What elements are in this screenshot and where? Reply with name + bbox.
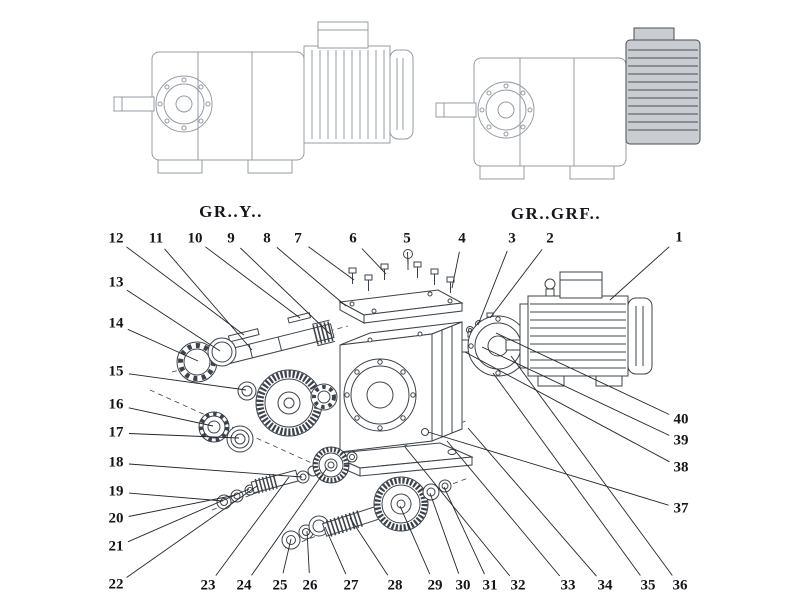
variant-label-gr-y: GR..Y.. [199, 202, 263, 221]
large-helical-gear [255, 369, 338, 437]
part-number-36: 36 [670, 577, 690, 594]
leader-line-13 [126, 289, 221, 352]
part-number-35: 35 [638, 577, 658, 594]
leader-line-8 [276, 247, 347, 307]
leader-line-16 [128, 407, 214, 427]
part-number-23: 23 [198, 577, 218, 594]
leader-line-21 [127, 488, 250, 543]
part-number-18: 18 [106, 454, 126, 471]
leader-line-39 [481, 346, 670, 436]
leader-line-24 [251, 467, 328, 576]
part-number-10: 10 [185, 230, 205, 247]
part-number-5: 5 [401, 230, 413, 247]
part-number-15: 15 [106, 363, 126, 380]
cover-bolts [348, 249, 455, 293]
part-number-27: 27 [341, 577, 361, 594]
part-number-17: 17 [106, 424, 126, 441]
part-number-7: 7 [292, 230, 304, 247]
leader-line-18 [128, 463, 303, 478]
part-number-8: 8 [261, 230, 273, 247]
leader-line-29 [399, 505, 431, 575]
leader-line-33 [446, 440, 561, 577]
leader-line-22 [126, 485, 258, 578]
part-number-19: 19 [106, 483, 126, 500]
leader-line-15 [128, 373, 247, 391]
leader-line-30 [429, 492, 460, 574]
leader-line-3 [477, 250, 508, 326]
leader-line-2 [489, 249, 543, 319]
leader-line-5 [407, 251, 409, 265]
leader-line-10 [205, 246, 301, 319]
leader-lines-layer [126, 246, 673, 578]
leader-line-6 [361, 248, 387, 275]
part-number-16: 16 [106, 396, 126, 413]
part-number-12: 12 [106, 230, 126, 247]
part-number-37: 37 [671, 500, 691, 517]
part-number-29: 29 [425, 577, 445, 594]
leader-line-34 [467, 427, 597, 577]
part-number-1: 1 [673, 229, 685, 246]
exploded-view-drawing [149, 249, 653, 550]
part-number-9: 9 [225, 230, 237, 247]
housing-cover-plate [338, 289, 464, 324]
part-number-33: 33 [558, 577, 578, 594]
electric-motor [505, 271, 653, 387]
leader-line-38 [464, 351, 670, 463]
leader-line-27 [324, 526, 347, 575]
part-number-21: 21 [106, 538, 126, 555]
part-number-26: 26 [300, 577, 320, 594]
leader-line-32 [404, 446, 511, 577]
leader-line-31 [443, 486, 485, 575]
output-shaft-assembly [281, 476, 452, 550]
leader-line-12 [126, 246, 245, 336]
seal-and-bearings [176, 337, 257, 453]
part-number-22: 22 [106, 576, 126, 593]
part-number-6: 6 [347, 230, 359, 247]
compact-motor-block [625, 27, 701, 145]
leader-line-7 [308, 246, 355, 281]
leader-line-19 [128, 492, 224, 502]
part-number-24: 24 [234, 577, 254, 594]
part-number-14: 14 [106, 315, 126, 332]
gearmotor-left-drawing [113, 21, 414, 174]
part-number-32: 32 [508, 577, 528, 594]
part-number-30: 30 [453, 577, 473, 594]
part-number-34: 34 [595, 577, 615, 594]
input-shaft-assembly [221, 312, 336, 366]
motor-flange [467, 315, 529, 377]
gearbox-housing [326, 321, 474, 477]
leader-line-1 [609, 246, 670, 301]
part-number-31: 31 [480, 577, 500, 594]
part-number-28: 28 [385, 577, 405, 594]
part-number-40: 40 [671, 411, 691, 428]
part-number-20: 20 [106, 510, 126, 527]
part-number-38: 38 [671, 459, 691, 476]
part-number-11: 11 [146, 230, 166, 247]
leader-line-28 [349, 517, 389, 576]
part-number-3: 3 [506, 230, 518, 247]
leader-line-20 [128, 494, 237, 517]
leader-line-9 [240, 247, 331, 335]
leader-line-23 [215, 476, 290, 576]
leader-line-40 [495, 332, 670, 415]
leader-line-36 [510, 355, 673, 576]
leader-line-14 [127, 328, 199, 362]
part-number-25: 25 [270, 577, 290, 594]
leader-line-11 [164, 248, 253, 351]
leader-line-25 [282, 538, 292, 574]
gearmotor-right-drawing [435, 27, 701, 180]
leader-line-37 [427, 431, 669, 506]
leader-line-4 [451, 251, 460, 289]
leader-line-17 [128, 433, 240, 439]
part-number-13: 13 [106, 274, 126, 291]
part-number-4: 4 [456, 230, 468, 247]
variant-label-gr-grf: GR..GRF.. [510, 204, 602, 223]
leader-line-26 [306, 530, 310, 574]
part-number-2: 2 [544, 230, 556, 247]
part-number-39: 39 [671, 432, 691, 449]
